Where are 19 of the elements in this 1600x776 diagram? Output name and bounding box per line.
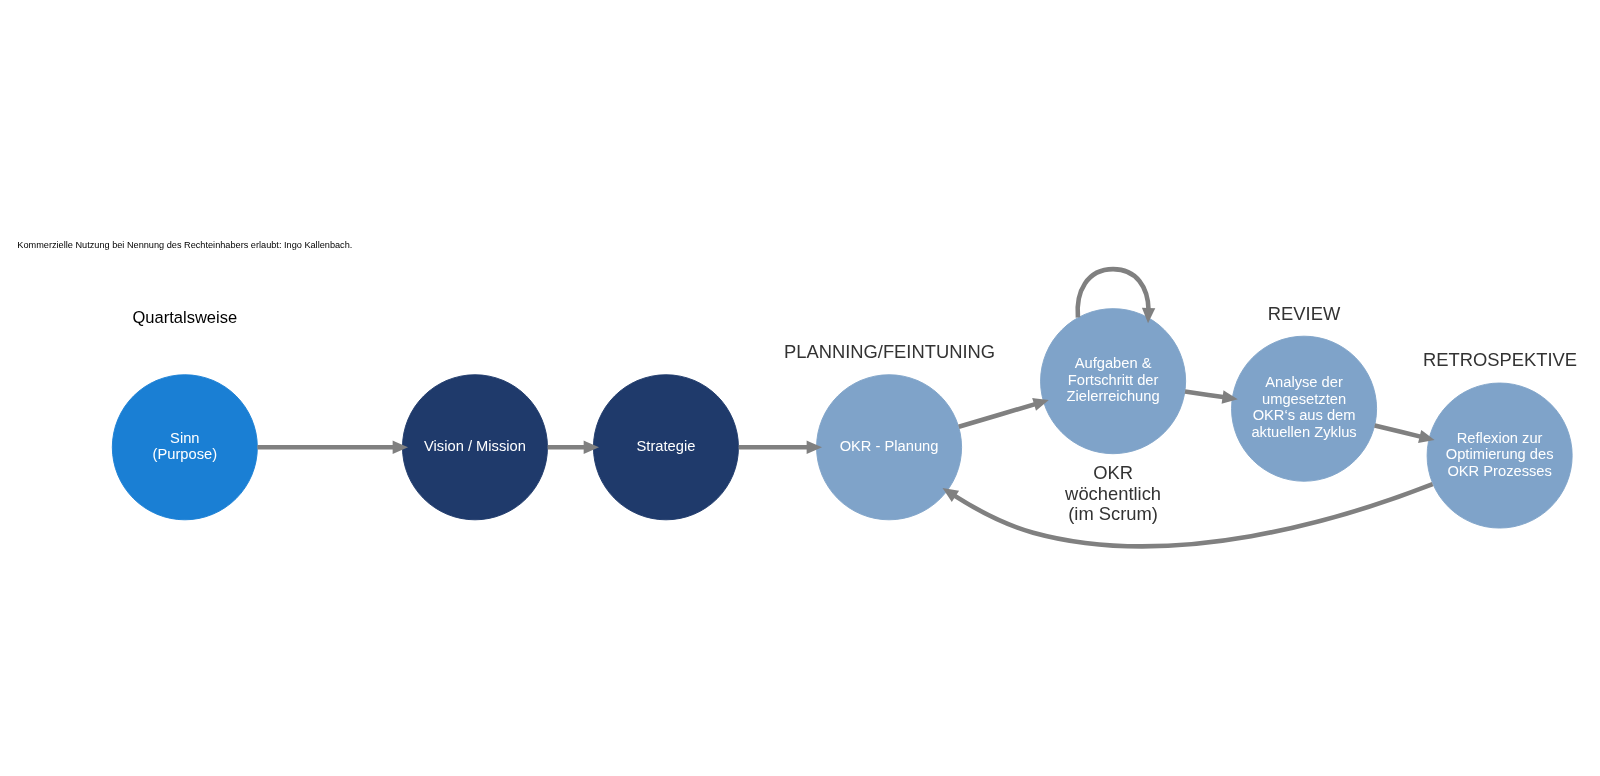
arrow [1184, 389, 1238, 404]
label: Quartalsweise [132, 307, 238, 327]
arrow [1075, 266, 1156, 324]
node-label: OKR wöchentlich (im Scrum) [1065, 462, 1162, 524]
node-circle: Strategie [592, 374, 739, 521]
label: Kommerzielle Nutzung bei Nennung des Rechteinhabers erlaubt: Ingo Kallenbach. [17, 240, 353, 251]
node-circle: Sinn (Purpose) [111, 374, 258, 521]
arrow [1374, 423, 1435, 443]
arrow [738, 440, 822, 454]
arrow [958, 397, 1049, 429]
node-circle: Reflexion zur Optimierung des OKR Prozesses [1426, 382, 1573, 529]
node-circle: Vision / Mission [402, 374, 548, 521]
arrow [547, 440, 600, 454]
arrow [257, 440, 408, 454]
node-label: PLANNING/FEINTUNING [783, 341, 996, 363]
arrow [942, 482, 1434, 549]
node-label: RETROSPEKTIVE [1423, 349, 1578, 371]
node-label: REVIEW [1267, 302, 1341, 324]
node-circle: Analyse der umgesetzten OKR‘s aus dem aktuellen Zyklus [1231, 335, 1378, 482]
